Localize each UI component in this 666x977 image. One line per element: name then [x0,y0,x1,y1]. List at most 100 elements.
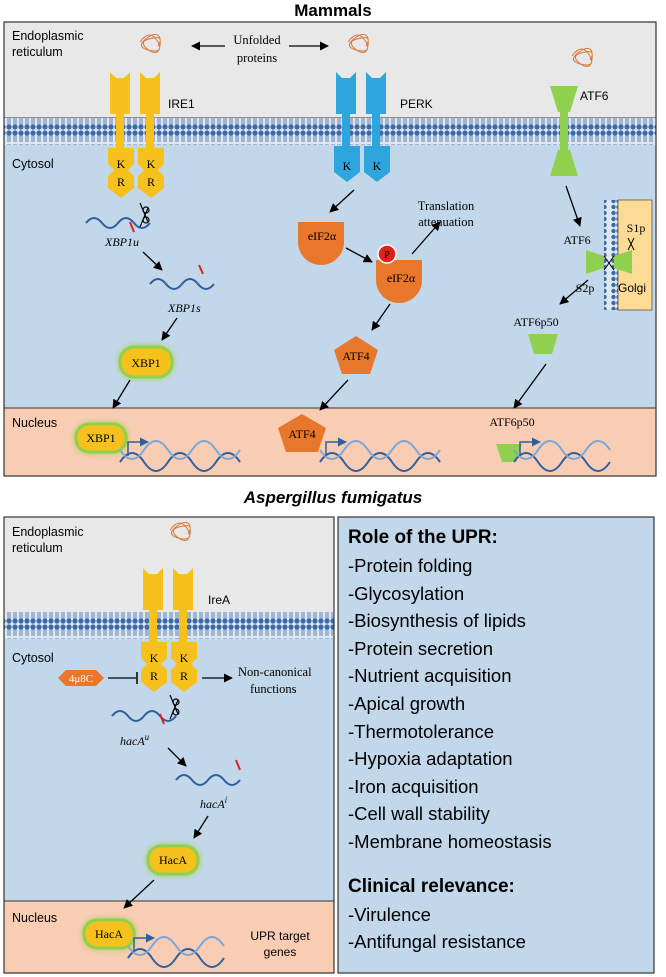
haca-cytosol-label: HacA [159,853,187,867]
ire1-k-left: K [117,157,126,171]
aspergillus-title: Aspergillus fumigatus [243,488,423,507]
role-item: -Glycosylation [348,582,465,604]
noncanonical-label-2: functions [250,682,297,696]
atf4-protein-nucleus [278,414,326,452]
perk-label: PERK [400,97,433,111]
scissors-icon [139,202,150,228]
role-item: -Protein secretion [348,637,493,659]
eif2a-label-1: eIF2α [308,229,337,243]
xbp1-nucleus-label: XBP1 [86,431,115,445]
xbp1u-mrna [85,217,151,229]
hacau-intron [159,713,165,725]
arrow-eif2a-atf4 [371,303,391,331]
hacau-label: hacAu [120,732,150,748]
xbp1-protein-cytosol [118,345,174,379]
arrow-haca-nucleus [123,879,155,909]
translation-label-2: attenuation [418,215,474,229]
perk-receptor [334,72,390,182]
arrow-perk-eif2a [329,189,355,213]
xbp1s-intron [198,264,204,275]
transcription-start-arrow [127,437,541,456]
xbp1-protein-nucleus [74,422,128,454]
clinical-heading: Clinical relevance: [348,875,515,897]
target-label-2: genes [264,945,297,959]
arrow-atf6-golgi [565,185,582,227]
xbp1u-label: XBP1u [104,235,139,249]
irea-receptor [141,568,197,692]
atf4-nucleus-label: ATF4 [288,427,315,441]
asp-er-label-1: Endoplasmic [12,525,84,539]
arrow-atf4-nucleus [319,379,349,411]
atf6-golgi-label: ATF6 [563,233,590,247]
xbp1s-label: XBP1s [167,301,201,315]
aspergillus-panel: Endoplasmic reticulum Cytosol Nucleus Ir… [3,516,655,974]
translation-label-1: Translation [418,199,475,213]
atf4-protein-cytosol [334,336,378,374]
eif2a-unphosphorylated [298,222,344,265]
hacai-label: hacAi [200,795,228,811]
clinical-item: -Virulence [348,903,431,925]
unfolded-label-1: Unfolded [233,33,281,47]
arrow-eif2a-phos [345,247,373,263]
irea-k-left: K [150,651,159,665]
asp-membrane [4,612,334,639]
xbp1-cytosol-label: XBP1 [131,356,160,370]
hacau-mrna [111,710,177,722]
role-item: -Hypoxia adaptation [348,748,513,770]
hacai-intron [235,759,241,771]
golgi-label: Golgi [618,281,646,295]
perk-k-right: K [373,159,382,173]
mammals-er-label-2: reticulum [12,45,63,59]
role-of-upr-panel: Role of the UPR: -Protein folding -Glyco… [338,517,654,973]
ire1-r-right: R [147,175,155,189]
xbp1u-intron [129,221,135,233]
role-item: -Nutrient acquisition [348,665,512,687]
role-item: -Biosynthesis of lipids [348,610,526,632]
arrow-atf6p50-nucleus [513,363,547,409]
role-item: -Cell wall stability [348,803,490,825]
clinical-item: -Antifungal resistance [348,931,526,953]
arrow-xbp1-nucleus [112,379,131,409]
asp-nucleus-label: Nucleus [12,911,57,925]
s1p-label: S1p [627,221,646,235]
mammals-panel: Golgi S1p S2p Endoplasmic reticulum Cyto… [3,21,657,477]
s2p-label: S2p [576,281,595,295]
irea-r-left: R [150,669,158,683]
golgi-membrane [604,200,618,310]
role-item: -Membrane homeostasis [348,830,552,852]
mammals-membrane [4,118,656,145]
xbp1s-mrna [149,278,215,290]
perk-k-left: K [343,159,352,173]
role-item: -Apical growth [348,692,466,714]
ire1-k-right: K [147,157,156,171]
arrow-xbp1s-xbp1 [161,317,178,341]
mammals-er-label-1: Endoplasmic [12,29,84,43]
asp-er-region [4,517,334,612]
inhibitor-hexagon [58,670,104,686]
eif2a-label-2: eIF2α [387,271,416,285]
role-item: -Protein folding [348,555,473,576]
asp-nucleus-region [3,900,335,974]
irea-r-right: R [180,669,188,683]
atf6p50-nucleus [496,444,522,462]
transcription-start-arrow [133,933,155,952]
mammals-nucleus-label: Nucleus [12,416,57,430]
atf4-cytosol-label: ATF4 [342,349,369,363]
dna-helix [127,936,225,968]
noncanonical-label-1: Non-canonical [238,665,312,679]
irea-k-right: K [180,651,189,665]
unfolded-label-2: proteins [237,51,277,65]
role-heading: Role of the UPR: [348,527,498,548]
haca-protein-cytosol [146,844,200,876]
unfolded-protein-icon [139,33,593,67]
atf6p50-cytosol [528,334,558,354]
mammals-title: Mammals [294,1,371,20]
haca-nucleus-label: HacA [95,927,123,941]
atf6p50-nucleus-label: ATF6p50 [489,415,534,429]
arrow-hacai-haca [193,815,209,839]
atf6-label: ATF6 [580,89,609,103]
unfolded-protein-icon [169,521,191,541]
role-item: -Thermotolerance [348,720,495,742]
phospho-label: P [384,250,390,261]
target-label-1: UPR target [250,929,310,943]
